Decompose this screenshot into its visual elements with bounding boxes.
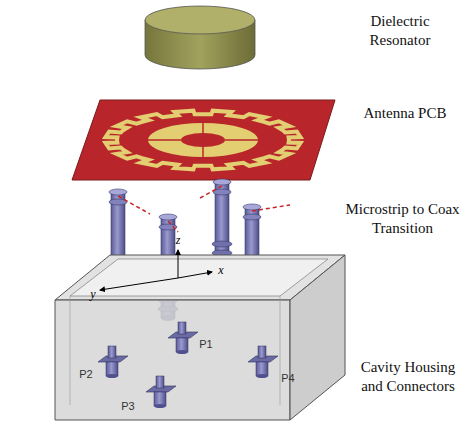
antenna-pcb — [72, 100, 335, 180]
axis-label: y — [86, 287, 100, 302]
axis-label: x — [214, 263, 228, 278]
port-label: P1 — [196, 338, 216, 352]
gear-patch — [106, 111, 301, 170]
cavity-housing — [55, 255, 345, 420]
part-label: Microstrip to Coax Transition — [335, 200, 470, 238]
part-label: Cavity Housing and Connectors — [352, 358, 464, 396]
part-label: Antenna PCB — [345, 104, 465, 123]
microstrip-lines — [118, 186, 290, 232]
coordinate-axes — [100, 250, 212, 290]
sma-connectors — [98, 322, 278, 408]
sma-connector — [146, 376, 176, 408]
port-label: P2 — [76, 368, 96, 382]
port-label: P3 — [118, 400, 138, 414]
sma-connector — [248, 346, 278, 378]
coax-pin — [212, 179, 232, 265]
dielectric-resonator — [145, 6, 255, 69]
sma-connector — [168, 322, 198, 354]
sma-connector — [98, 346, 128, 378]
part-label: Dielectric Resonator — [350, 12, 450, 50]
axis-label: z — [171, 233, 185, 248]
port-label: P4 — [278, 372, 298, 386]
